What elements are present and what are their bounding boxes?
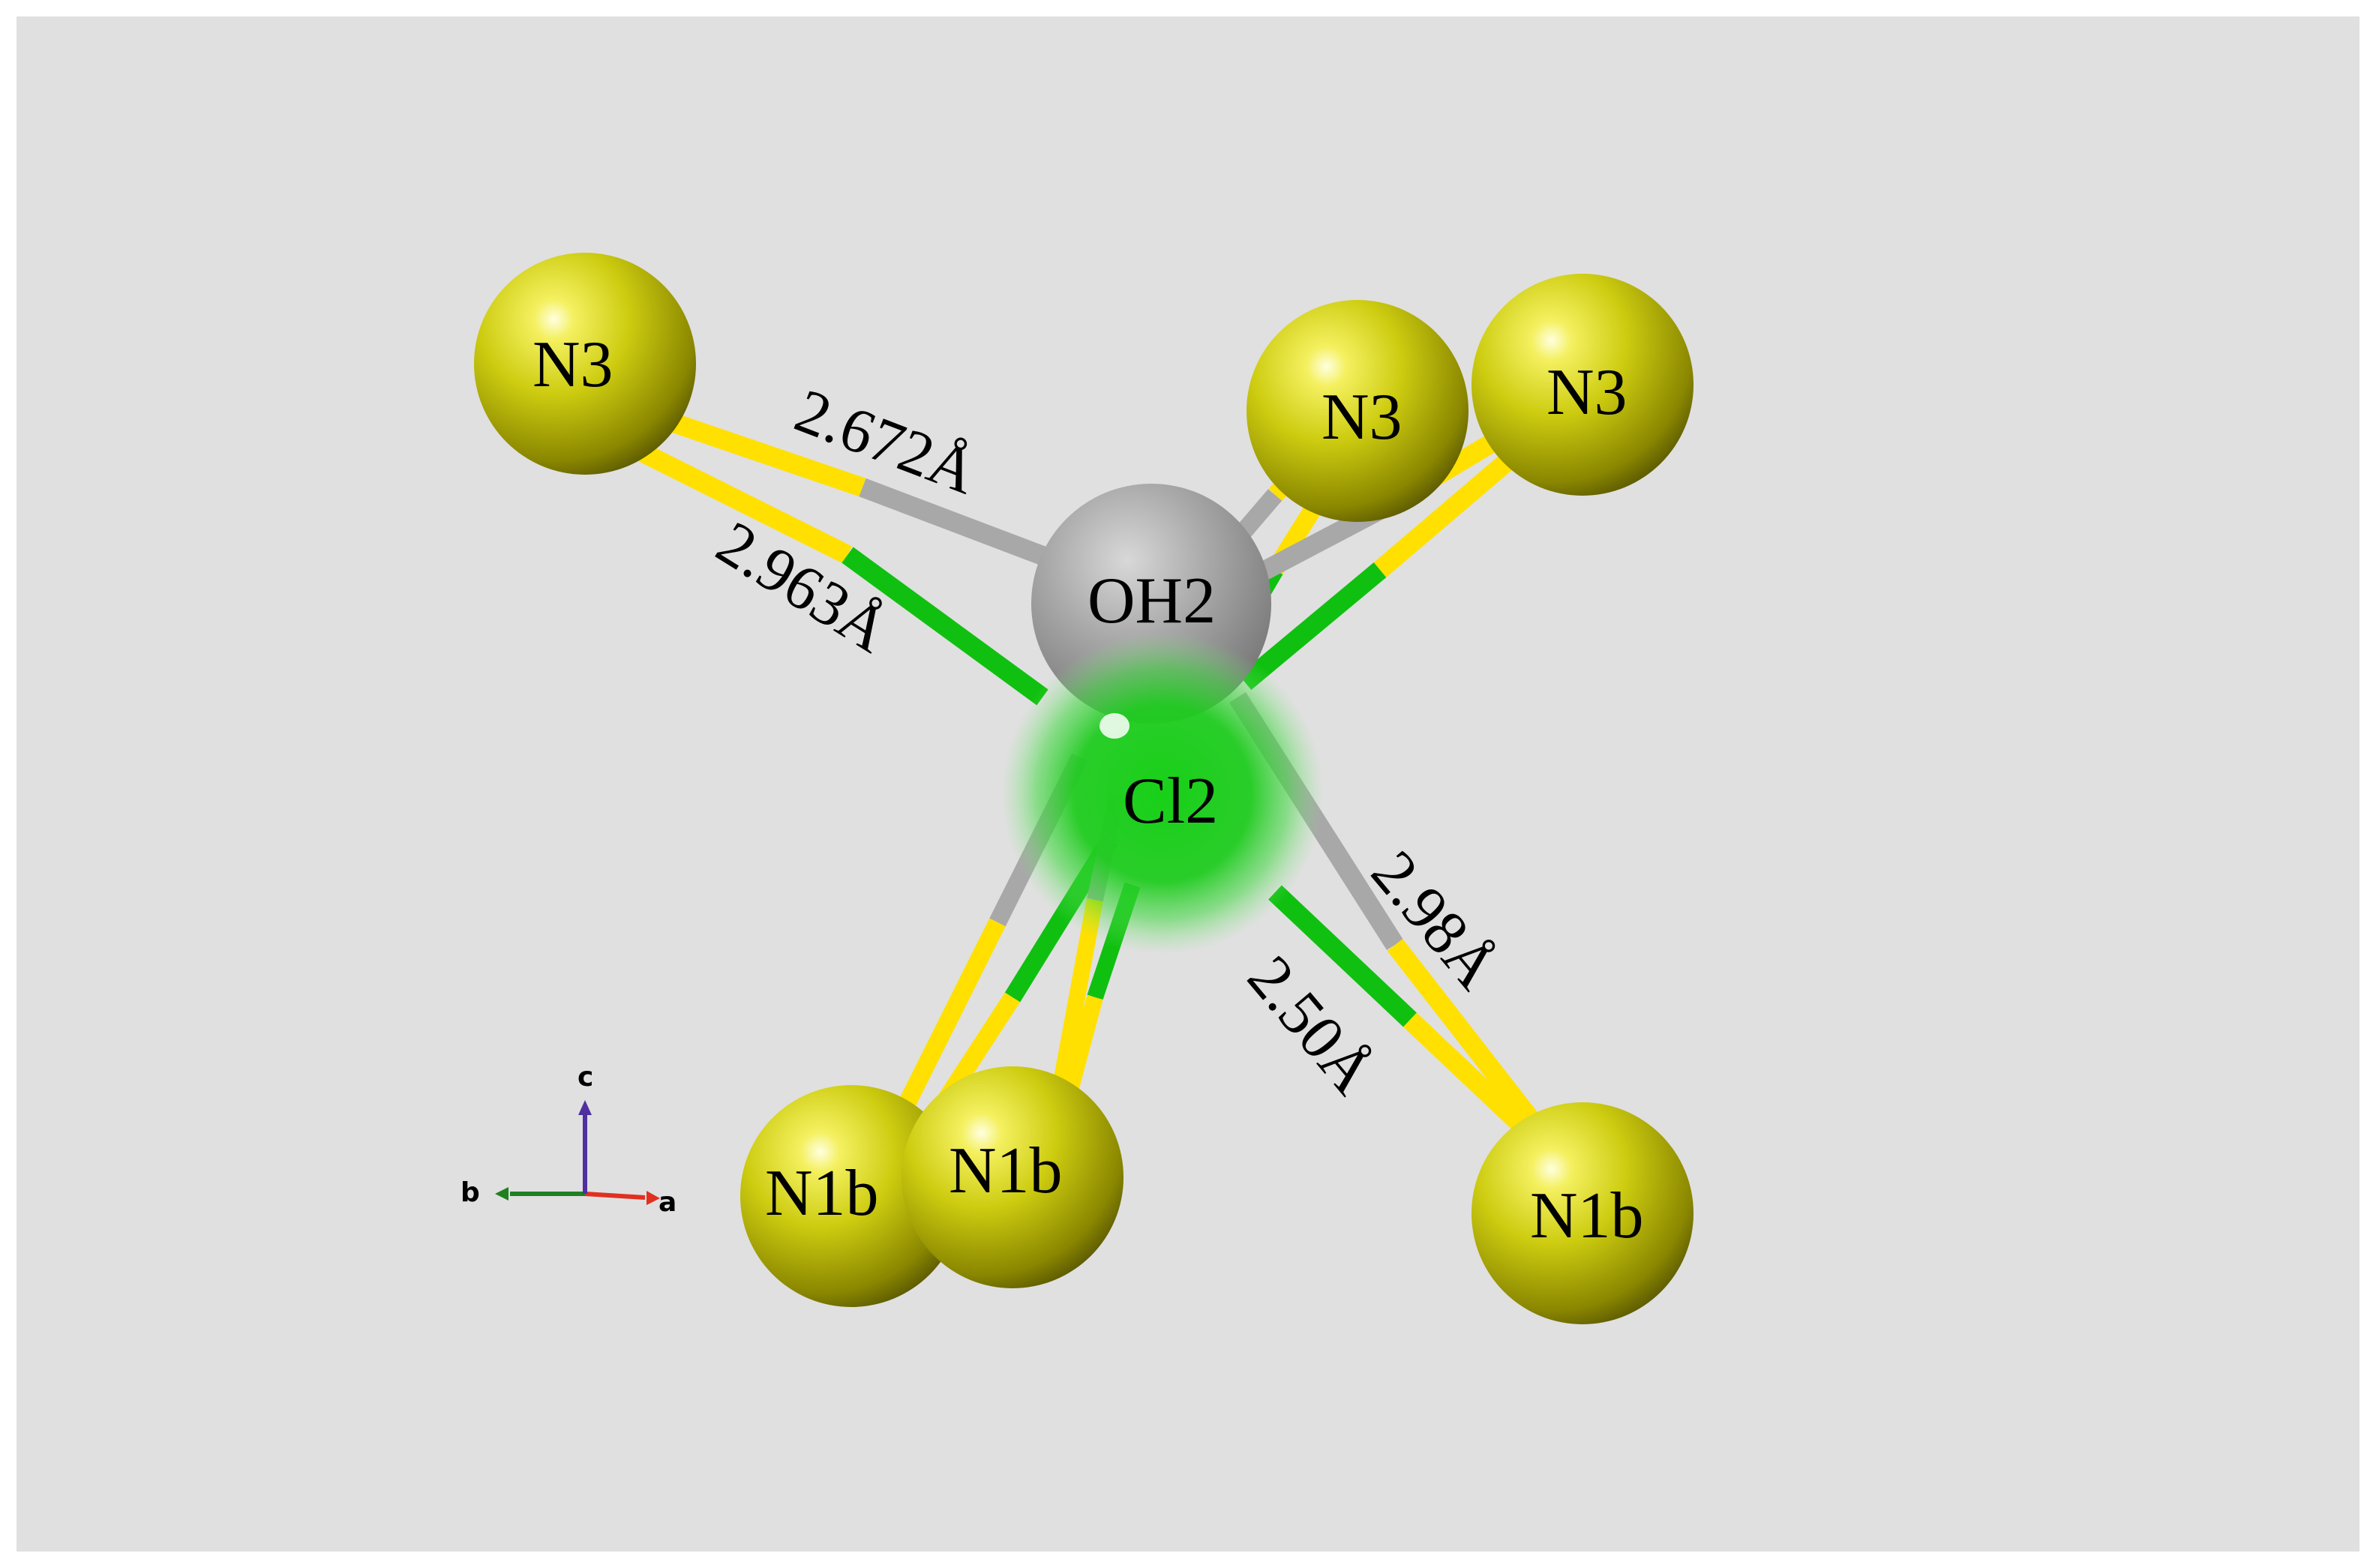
axis-triad: a b c [460,1062,676,1218]
label-n1b-left: N1b [765,1157,879,1230]
label-n3-left: N3 [532,328,614,401]
label-n3-right: N3 [1546,356,1628,429]
atom-n3-mid[interactable] [1246,300,1468,522]
label-n3-mid: N3 [1322,381,1402,454]
bond-oh2-n1bleft-b [892,918,1006,1122]
axis-a-arrow [584,1192,646,1200]
atom-labels: N3 N3 N3 OH2 Cl2 N1b N1b N1b [532,328,1644,1252]
bond-oh2-n1bright-b [1387,939,1561,1153]
axis-c-head [578,1100,592,1115]
bond-n3right-cl2-b [1238,562,1387,690]
atom-n3-left[interactable] [474,253,696,475]
atom-n1b-mid[interactable] [902,1066,1124,1288]
axis-b-head [495,1187,508,1201]
atom-cl2[interactable] [1001,632,1324,955]
label-oh2: OH2 [1088,565,1216,637]
axis-a-label: a [658,1187,676,1218]
atom-n1b-left[interactable] [740,1085,962,1307]
label-n1b-right: N1b [1530,1180,1644,1252]
axis-c-label: c [578,1062,593,1093]
atoms [474,253,1694,1324]
axis-a-head [646,1191,660,1205]
axis-b-label: b [460,1177,480,1208]
bond-cl2-n1bright-a [1268,885,1417,1027]
bond-n3right-cl2-a [1373,454,1514,577]
label-n1b-mid: N1b [949,1135,1063,1207]
atom-n1b-right[interactable] [1472,1102,1694,1324]
cl2-highlight [1100,713,1130,739]
atom-n3-right[interactable] [1472,274,1694,496]
label-cl2: Cl2 [1123,765,1218,838]
bond-n3-cl2-left-b [842,547,1048,706]
